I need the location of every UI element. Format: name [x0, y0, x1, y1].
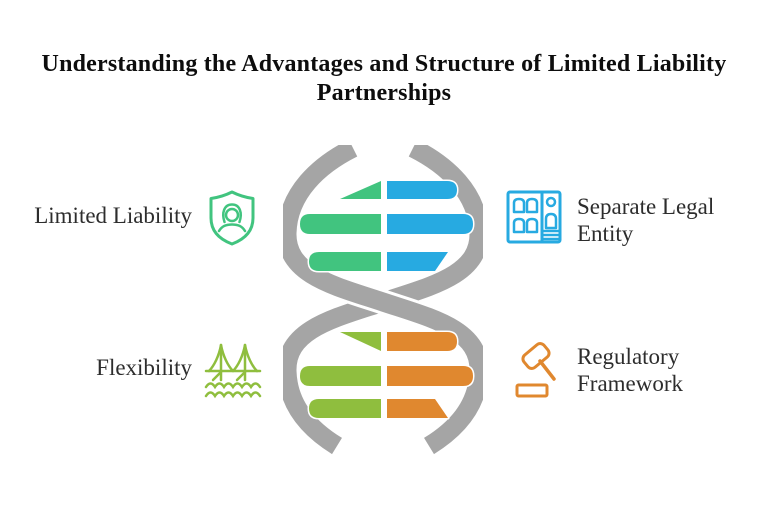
regulatory-framework-label: Regulatory Framework	[577, 344, 684, 396]
separate-legal-entity-label: Separate Legal Entity	[577, 194, 715, 246]
rung-4-right	[385, 330, 459, 353]
dna-top-rungs	[298, 179, 475, 273]
dna-helix-graphic	[283, 145, 483, 455]
rung-3-right	[385, 250, 450, 273]
shield-person-icon	[206, 189, 258, 247]
rung-6-right	[385, 397, 450, 420]
limited-liability-label: Limited Liability	[34, 203, 192, 228]
dna-bottom-rungs	[298, 330, 475, 420]
rung-5-right	[385, 364, 475, 388]
rung-5-left	[298, 364, 383, 388]
rung-2-left	[298, 212, 383, 236]
bridge-icon	[204, 338, 262, 400]
rung-3-left	[307, 250, 383, 273]
dna-helix-icon	[283, 145, 483, 455]
building-icon	[506, 190, 562, 244]
rung-6-left	[307, 397, 383, 420]
gavel-icon	[511, 341, 563, 399]
page-title: Understanding the Advantages and Structu…	[41, 51, 727, 106]
rung-1-left	[338, 179, 383, 201]
rung-1-right	[385, 179, 459, 201]
dna-strand-left	[283, 145, 483, 455]
flexibility-label: Flexibility	[96, 355, 192, 380]
rung-2-right	[385, 212, 475, 236]
rung-4-left	[338, 330, 383, 353]
